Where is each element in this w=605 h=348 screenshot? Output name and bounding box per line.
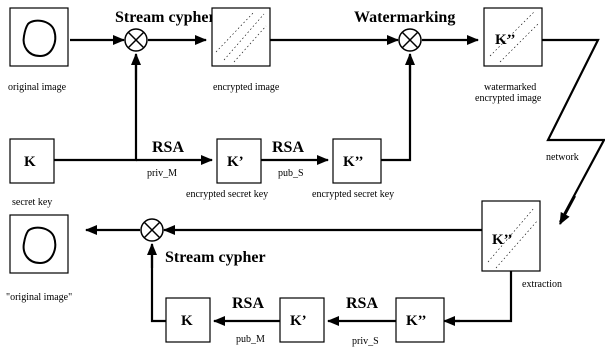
rsa-bot1-label: RSA [232,295,264,312]
recovered-image-box [9,214,69,274]
extraction-key-label: K’’ [492,232,513,248]
encrypted-image-box [211,7,271,67]
stream-cypher-bottom-label: Stream cypher [165,249,266,266]
recovered-image-caption: "original image" [6,292,72,303]
stream-cypher-top-label: Stream cypher [115,9,216,26]
encrypted-secret-key-caption-2: encrypted secret key [312,189,394,200]
extraction-caption: extraction [522,279,562,290]
xor-stream-cypher-top-icon [124,28,148,52]
kprime-label: K’ [227,154,244,170]
key-bottom-label: K [181,313,193,329]
kdouble-bottom-label: K’’ [406,313,427,329]
arrow-extraction-to-kdouble [446,271,513,323]
rsa-top1-label: RSA [152,139,184,156]
network-arrow [559,195,576,225]
watermarked-key-label: K’’ [495,32,516,48]
arrow-key-to-xor-bottom [150,245,166,323]
rsa-top2-label: RSA [272,139,304,156]
kprime-bottom-label: K’ [290,313,307,329]
rsa-top1-sub: priv_M [147,168,177,179]
rsa-bot2-sub: priv_S [352,336,379,347]
rsa-bot2-label: RSA [346,295,378,312]
original-image-caption: original image [8,82,67,93]
rsa-top2-sub: pub_S [278,168,304,179]
xor-stream-cypher-bottom-icon [140,218,164,242]
secret-key-label: K [24,154,36,170]
secret-key-box [9,138,55,184]
watermarked-caption-line1: watermarked [484,82,536,93]
blob-shape-icon [22,19,57,58]
arrow-key-to-xor [54,55,138,162]
arrow-kdouble-to-watermark [381,55,412,162]
encrypted-secret-key-caption-1: encrypted secret key [186,189,268,200]
kprime-box [216,138,262,184]
original-image-box [9,7,69,67]
kdouble-label: K’’ [343,154,364,170]
secret-key-caption: secret key [12,197,52,208]
rsa-bot1-sub: pub_M [236,334,265,345]
xor-watermarking-icon [398,28,422,52]
watermarked-image-box [483,7,543,67]
kdouble-bottom-box [395,297,445,343]
watermarked-caption-line2: encrypted image [475,93,542,104]
blob-shape-icon [22,226,57,265]
network-caption: network [546,152,579,163]
watermarking-label: Watermarking [354,9,455,26]
network-link [542,38,605,223]
encrypted-image-caption: encrypted image [213,82,280,93]
